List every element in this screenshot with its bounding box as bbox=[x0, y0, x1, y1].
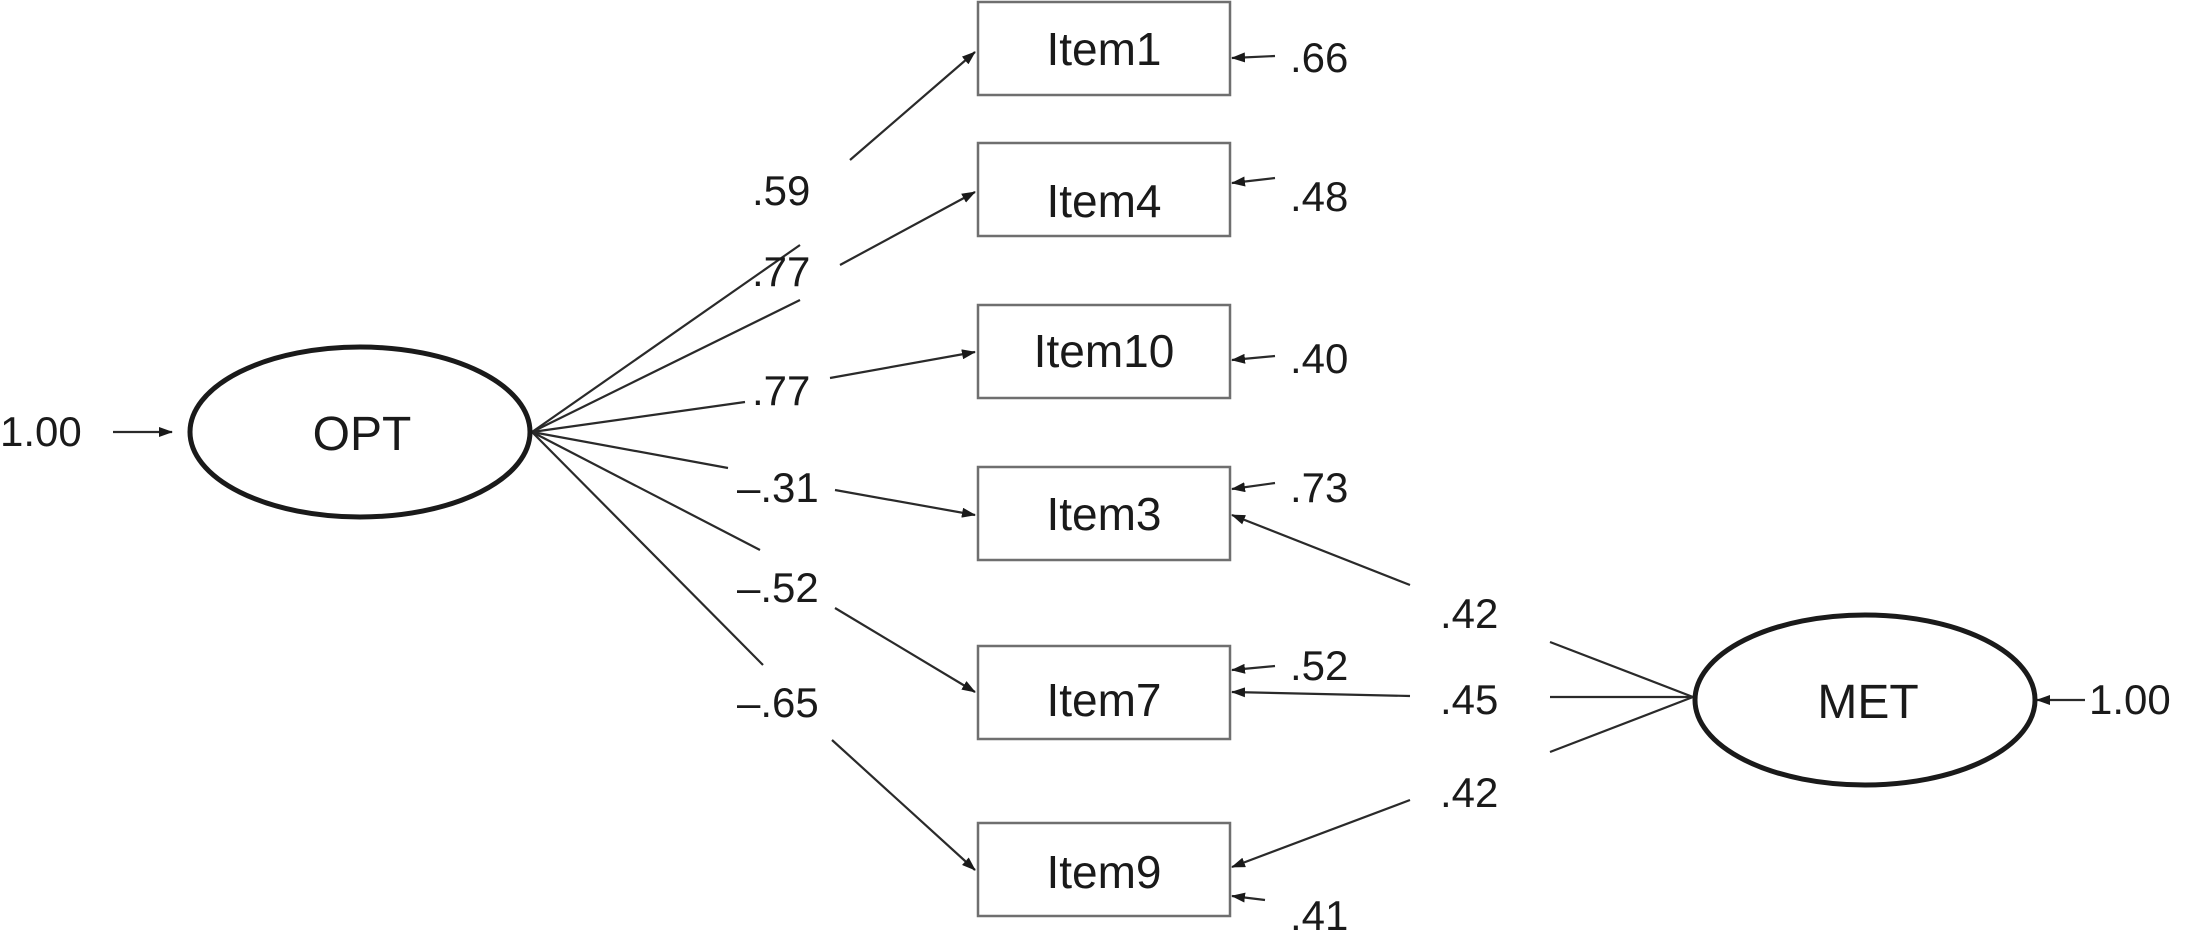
item7-rect bbox=[976, 644, 1232, 741]
error-label-item7: .52 bbox=[1290, 642, 1348, 689]
error-arrow-item3 bbox=[1231, 481, 1276, 493]
item9-label: Item9 bbox=[1046, 846, 1161, 898]
item-box-item3: Item3 bbox=[976, 465, 1232, 562]
loading-label-opt-item9: –.65 bbox=[737, 679, 819, 726]
error-labels: .66 .48 .40 .73 .52 .41 bbox=[1290, 34, 1348, 939]
item-box-item1: Item1 bbox=[976, 0, 1232, 97]
error-arrows bbox=[1231, 52, 1276, 903]
latent-opt: OPT bbox=[187, 344, 533, 520]
error-label-item1: .66 bbox=[1290, 34, 1348, 81]
path-met-item3-b bbox=[1231, 513, 1411, 587]
item7-label: Item7 bbox=[1046, 674, 1161, 726]
loading-label-met-item9: .42 bbox=[1440, 769, 1498, 816]
path-opt-item1-b bbox=[849, 51, 976, 161]
path-opt-item1-a bbox=[531, 244, 801, 433]
path-opt-item10-b bbox=[829, 349, 976, 380]
opt-loading-paths bbox=[531, 51, 976, 871]
item4-rect bbox=[976, 141, 1232, 238]
opt-variance-label: 1.00 bbox=[0, 408, 82, 455]
item1-label: Item1 bbox=[1046, 23, 1161, 75]
latent-met-ellipse bbox=[1692, 612, 2038, 788]
item3-rect bbox=[976, 465, 1232, 562]
error-arrow-item10 bbox=[1231, 353, 1276, 364]
error-arrow-item4 bbox=[1231, 176, 1276, 187]
path-met-item9-b bbox=[1231, 798, 1411, 869]
loading-label-met-item7: .45 bbox=[1440, 676, 1498, 723]
path-opt-item7-a bbox=[531, 431, 761, 551]
latent-opt-label: OPT bbox=[313, 408, 412, 461]
item-box-item10: Item10 bbox=[976, 303, 1232, 400]
item3-label: Item3 bbox=[1046, 488, 1161, 540]
loading-label-opt-item3: –.31 bbox=[737, 464, 819, 511]
error-label-item4: .48 bbox=[1290, 173, 1348, 220]
item4-label: Item4 bbox=[1046, 175, 1161, 227]
met-loading-paths bbox=[1231, 513, 1694, 869]
path-met-item3-a bbox=[1549, 640, 1694, 699]
path-met-item7-b bbox=[1231, 687, 1411, 698]
path-opt-item3-a bbox=[531, 430, 729, 470]
loading-label-opt-item4: .77 bbox=[752, 248, 810, 295]
item10-rect bbox=[976, 303, 1232, 400]
latent-opt-ellipse bbox=[187, 344, 533, 520]
error-arrow-item1 bbox=[1231, 52, 1276, 63]
error-label-item10: .40 bbox=[1290, 335, 1348, 382]
error-arrow-item7 bbox=[1231, 663, 1276, 674]
met-loading-labels: .42 .45 .42 bbox=[1440, 590, 1498, 816]
item-box-item4: Item4 bbox=[976, 141, 1232, 238]
item-box-item7: Item7 bbox=[976, 644, 1232, 741]
item-box-item9: Item9 bbox=[976, 821, 1232, 918]
met-variance-label: 1.00 bbox=[2089, 676, 2171, 723]
loading-label-met-item3: .42 bbox=[1440, 590, 1498, 637]
item10-label: Item10 bbox=[1034, 325, 1175, 377]
loading-label-opt-item7: –.52 bbox=[737, 564, 819, 611]
loading-label-opt-item10: .77 bbox=[752, 367, 810, 414]
error-label-item3: .73 bbox=[1290, 464, 1348, 511]
path-opt-item3-b bbox=[834, 488, 976, 518]
opt-loading-labels: .59 .77 .77 –.31 –.52 –.65 bbox=[737, 167, 819, 726]
path-opt-item9-a bbox=[531, 431, 764, 666]
error-label-item9: .41 bbox=[1290, 892, 1348, 939]
path-opt-item4-b bbox=[839, 191, 976, 266]
path-opt-item10-a bbox=[531, 400, 746, 434]
item9-rect bbox=[976, 821, 1232, 918]
path-opt-item9-b bbox=[831, 739, 976, 871]
latent-met: MET bbox=[1692, 612, 2038, 788]
latent-met-label: MET bbox=[1817, 676, 1918, 729]
path-met-item9-a bbox=[1549, 695, 1694, 754]
path-opt-item7-b bbox=[834, 607, 976, 693]
path-opt-item4-a bbox=[531, 299, 801, 433]
item1-rect bbox=[976, 0, 1232, 97]
loading-label-opt-item1: .59 bbox=[752, 167, 810, 214]
error-arrow-item9 bbox=[1231, 892, 1266, 903]
